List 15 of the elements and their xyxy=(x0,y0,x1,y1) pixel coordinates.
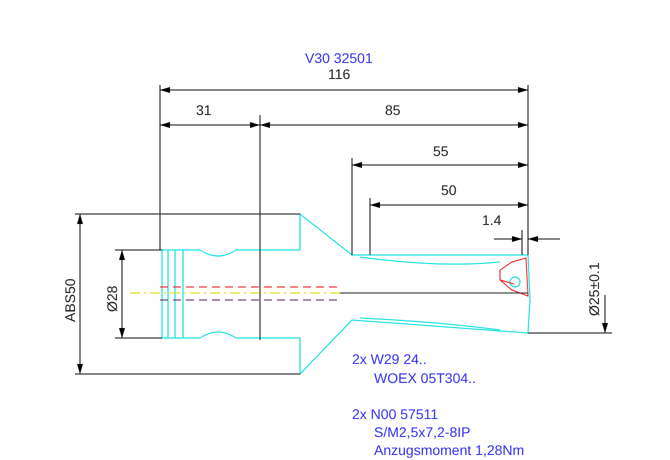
part-number: V30 32501 xyxy=(305,50,373,66)
note-text: 2x N00 57511 xyxy=(352,406,438,422)
dimension-value: 116 xyxy=(328,66,350,82)
dimension-value: ABS50 xyxy=(62,278,78,322)
note-text: 2x W29 24.. xyxy=(352,351,427,367)
note-text: WOEX 05T304.. xyxy=(374,370,476,386)
dimension-value: 50 xyxy=(441,182,457,198)
dimension-value: 85 xyxy=(385,102,401,118)
dimension-value: 31 xyxy=(196,102,212,118)
dimension-value: 55 xyxy=(433,143,449,159)
note-text: Anzugsmoment 1,28Nm xyxy=(374,442,524,458)
dimension-value: 1.4 xyxy=(482,212,502,228)
note-text: S/M2,5x7,2-8IP xyxy=(374,424,470,440)
dimension-value: Ø28 xyxy=(104,286,120,312)
dimension-value: Ø25±0.1 xyxy=(586,262,602,316)
